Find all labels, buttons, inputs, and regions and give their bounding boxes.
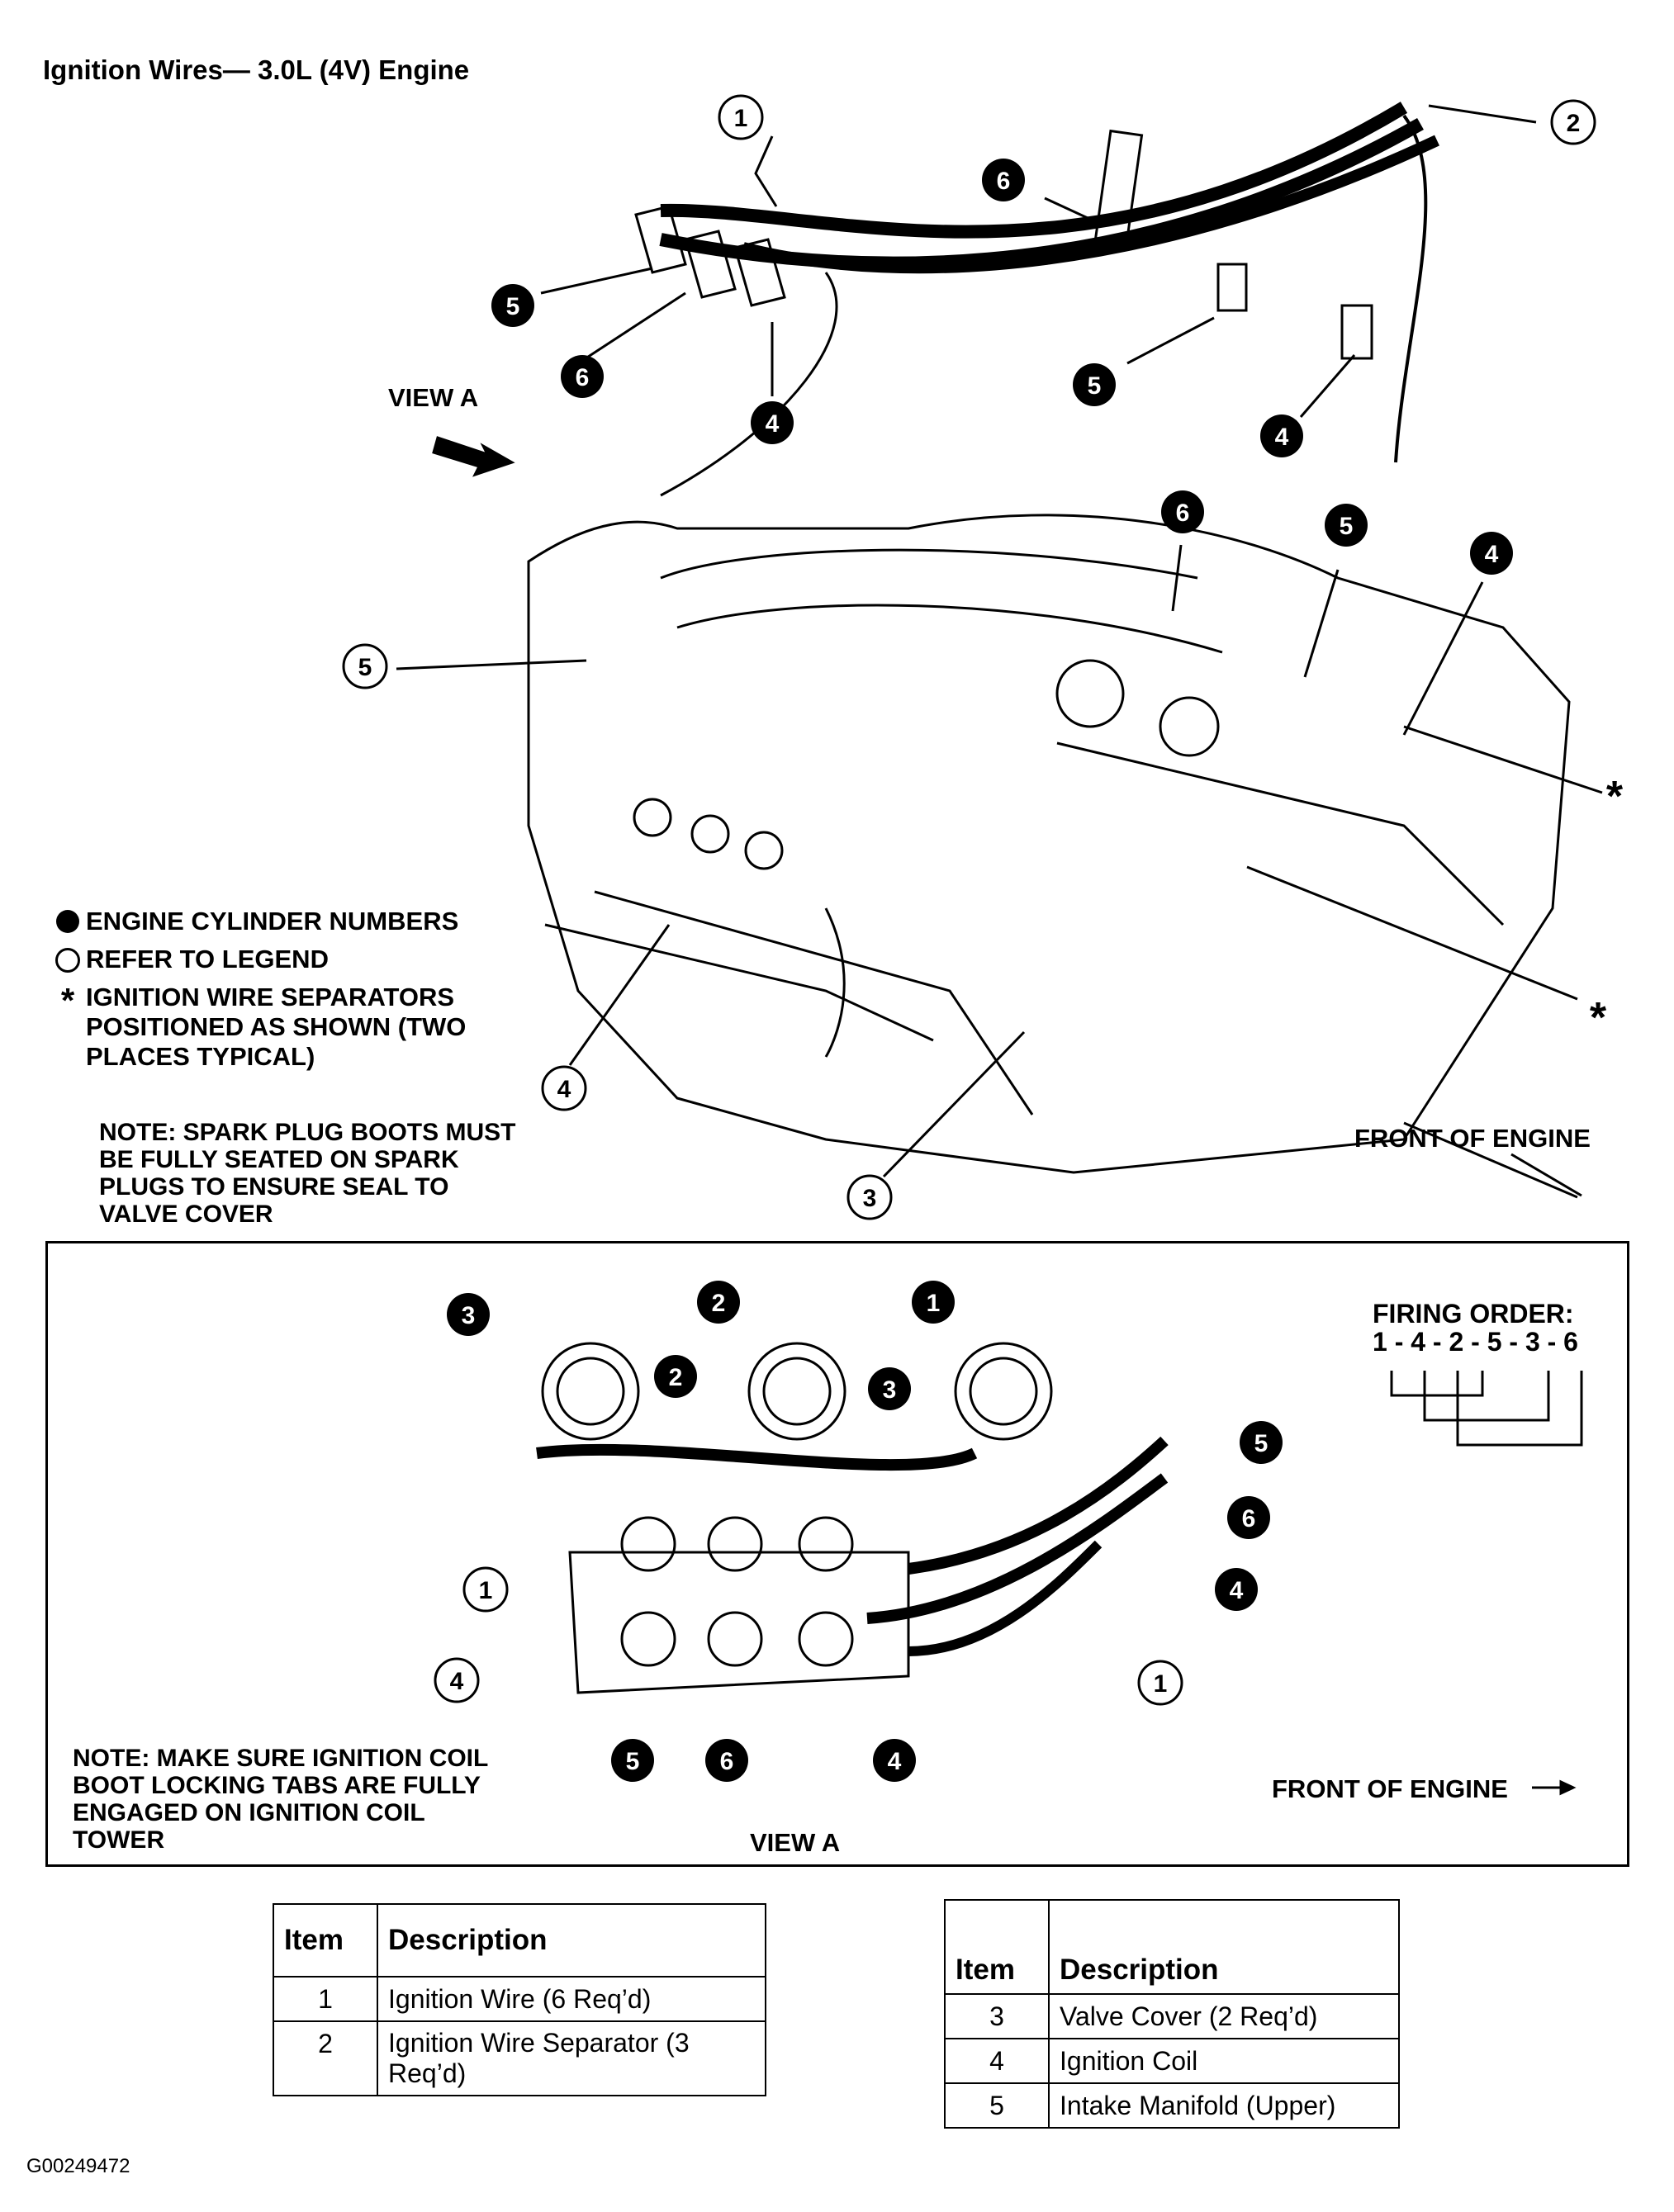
svg-text:1: 1 <box>734 105 748 132</box>
svg-text:4: 4 <box>450 1668 464 1695</box>
svg-text:1: 1 <box>1154 1670 1168 1698</box>
svg-text:1: 1 <box>479 1577 493 1604</box>
view-cyl-2: 2 <box>669 1364 683 1391</box>
asterisk-icon: * <box>60 981 75 1020</box>
firing-order: FIRING ORDER: 1 - 4 - 2 - 5 - 3 - 6 <box>1373 1300 1578 1356</box>
callout-cyl-6: 6 <box>1176 500 1190 527</box>
view-callout-ref: 1 4 1 <box>434 1566 1183 1706</box>
view-cyl-1: 1 <box>927 1290 941 1317</box>
callout-ref-2: 2 <box>1550 99 1596 145</box>
table-header: Item <box>944 1899 1050 1995</box>
figure-code: G00249472 <box>26 2155 130 2177</box>
front-of-engine-label: FRONT OF ENGINE <box>1354 1124 1591 1153</box>
firing-order-label: FIRING ORDER: <box>1373 1299 1574 1329</box>
view-cyl-5: 5 <box>626 1748 640 1775</box>
view-cyl-5: 5 <box>1254 1430 1269 1457</box>
table-header: Description <box>1048 1899 1400 1995</box>
note-coil-boot-tabs: NOTE: MAKE SURE IGNITION COIL BOOT LOCKI… <box>73 1745 488 1854</box>
view-a-caption: VIEW A <box>750 1828 841 1857</box>
callout-cyl-4: 4 <box>766 410 780 438</box>
table-header: Item <box>273 1903 378 1978</box>
callout-cyl-5: 5 <box>1088 372 1102 400</box>
view-cyl-3: 3 <box>883 1376 897 1404</box>
callout-ref-3: 3 <box>846 1174 893 1220</box>
legend-cylinder-numbers: ENGINE CYLINDER NUMBERS <box>86 907 459 935</box>
view-cyl-4: 4 <box>888 1748 902 1775</box>
legend-refer: REFER TO LEGEND <box>86 945 329 973</box>
callout-ref-1: 1 <box>718 94 764 140</box>
callout-ref-4: 4 <box>541 1065 587 1111</box>
svg-text:3: 3 <box>863 1185 877 1212</box>
view-cyl-4: 4 <box>1230 1577 1244 1604</box>
view-cyl-6: 6 <box>1242 1505 1256 1532</box>
callout-cyl-4: 4 <box>1275 424 1289 451</box>
table-header: Description <box>377 1903 766 1978</box>
callout-cyl-5: 5 <box>506 293 520 320</box>
svg-text:4: 4 <box>557 1076 571 1103</box>
callout-cyl-4: 4 <box>1485 541 1499 568</box>
view-cyl-3: 3 <box>462 1302 476 1329</box>
separator-star: * <box>1590 994 1607 1042</box>
open-circle-icon <box>55 948 80 973</box>
front-of-engine-label-bottom: FRONT OF ENGINE <box>1272 1774 1508 1803</box>
separator-star: * <box>1606 773 1624 821</box>
view-cyl-2: 2 <box>712 1290 726 1317</box>
callout-cyl-6: 6 <box>997 168 1011 195</box>
callout-ref-5: 5 <box>342 643 388 689</box>
view-a-panel <box>45 1241 1629 1867</box>
symbol-legend: ENGINE CYLINDER NUMBERS REFER TO LEGEND … <box>50 907 548 1080</box>
view-a-label: VIEW A <box>388 383 479 412</box>
callout-cyl-5: 5 <box>1340 513 1354 540</box>
page-title: Ignition Wires— 3.0L (4V) Engine <box>43 54 470 85</box>
svg-text:2: 2 <box>1567 110 1581 137</box>
callout-cyl-6: 6 <box>576 364 590 391</box>
view-cyl-6: 6 <box>720 1748 734 1775</box>
firing-order-sequence: 1 - 4 - 2 - 5 - 3 - 6 <box>1373 1327 1578 1357</box>
filled-circle-icon <box>56 910 79 933</box>
note-spark-plug-boots: NOTE: SPARK PLUG BOOTS MUST BE FULLY SEA… <box>99 1119 516 1228</box>
svg-text:5: 5 <box>358 654 372 681</box>
legend-separators: IGNITION WIRE SEPARATORS POSITIONED AS S… <box>86 983 467 1071</box>
